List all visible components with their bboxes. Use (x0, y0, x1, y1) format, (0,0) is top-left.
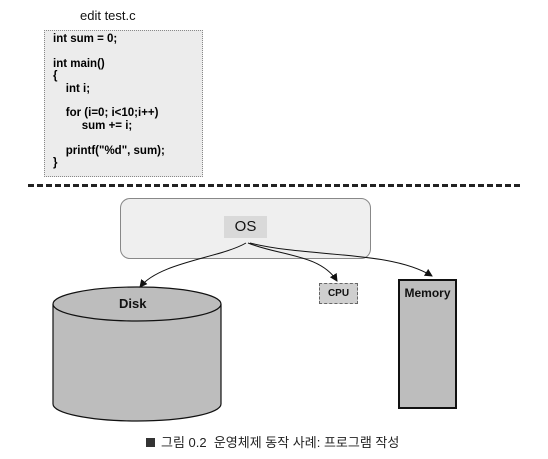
figure-caption: 그림 0.2 운영체제 동작 사례: 프로그램 작성 (146, 432, 399, 451)
memory-label: Memory (404, 286, 451, 300)
arrow-os-to-memory (249, 242, 433, 277)
arrow-os-to-cpu (247, 242, 338, 282)
disk-label: Disk (119, 296, 147, 311)
cpu-box: CPU (319, 283, 358, 304)
caption-text: 그림 0.2 운영체제 동작 사례: 프로그램 작성 (161, 435, 400, 450)
caption-bullet-icon (146, 438, 155, 447)
code-listing: int sum = 0; int main() { int i; for (i=… (53, 33, 165, 170)
arrow-os-to-disk (139, 242, 247, 288)
disk-cylinder (52, 286, 222, 422)
code-editor-box: int sum = 0; int main() { int i; for (i=… (44, 30, 203, 177)
memory-box: Memory (398, 279, 457, 409)
dashed-divider (28, 184, 520, 187)
editor-title: edit test.c (80, 8, 136, 23)
os-label: OS (224, 216, 267, 238)
